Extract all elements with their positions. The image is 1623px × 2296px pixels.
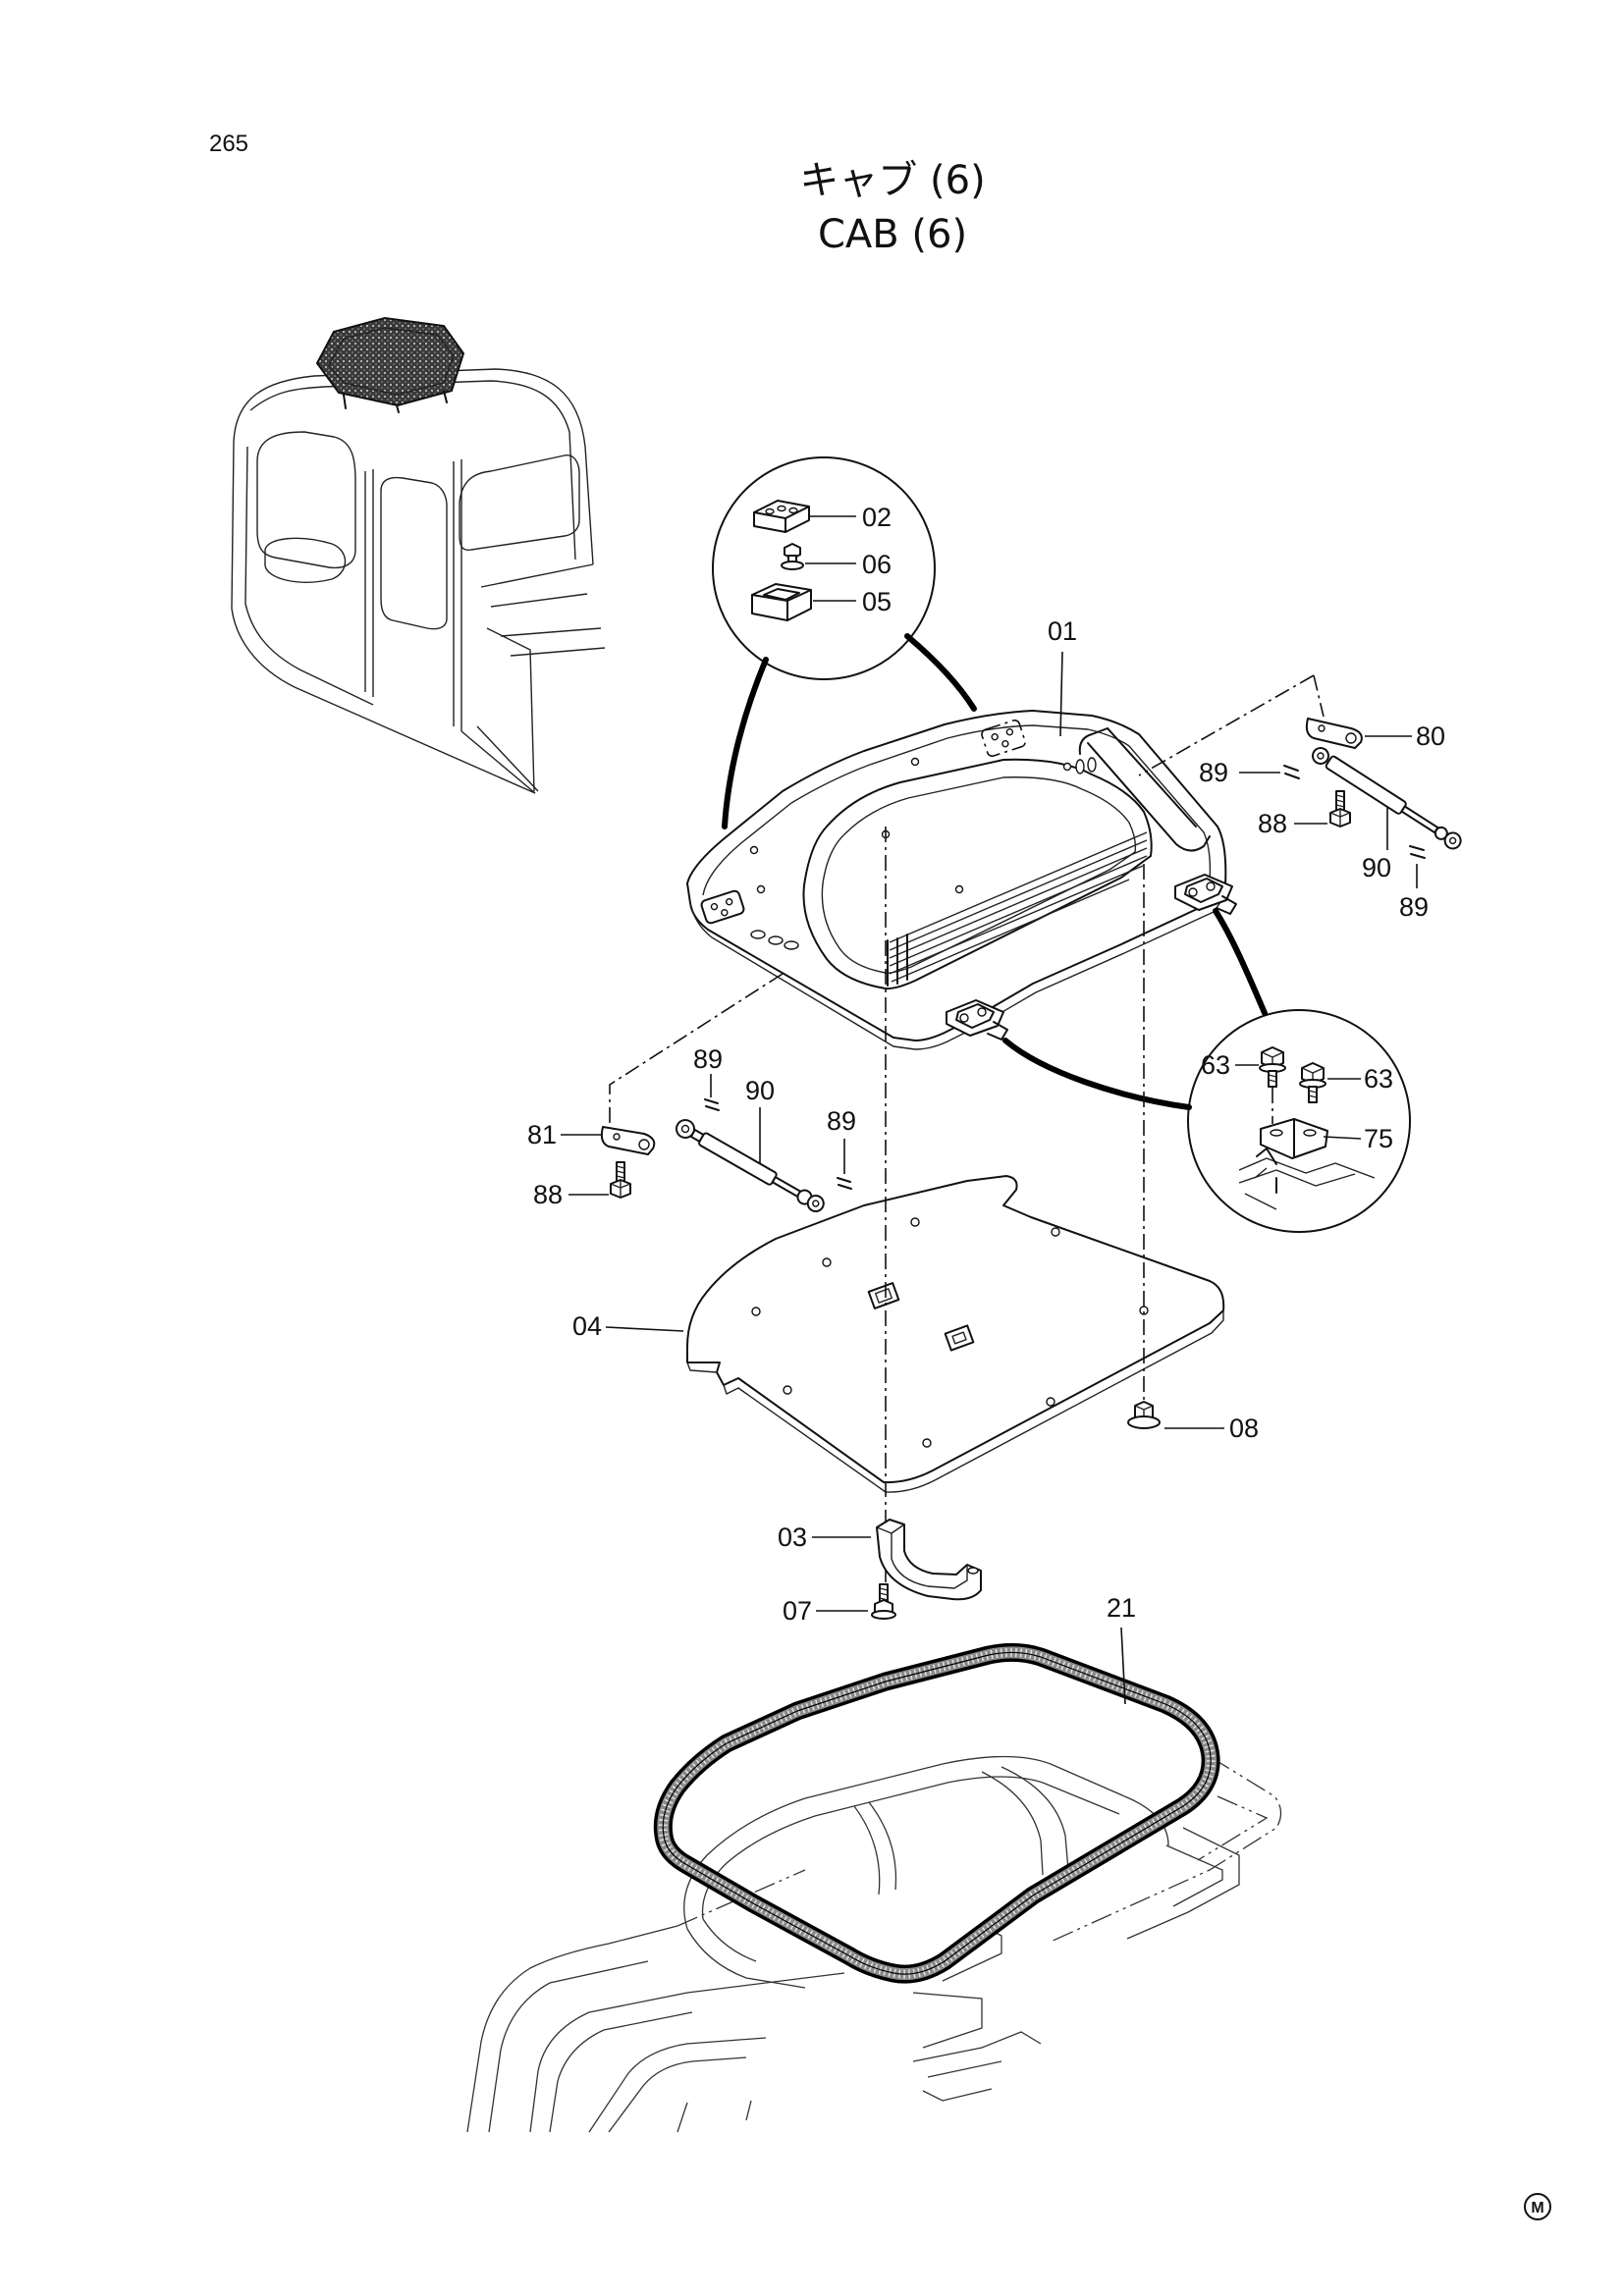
page-number: 265	[209, 131, 248, 157]
roof-hatch-highlight	[315, 316, 465, 407]
part-88-bolt-left	[610, 1161, 631, 1199]
left-strut-assembly	[561, 973, 852, 1213]
part-89-clip-left-upper	[704, 1098, 720, 1111]
svg-text:M: M	[1531, 2200, 1543, 2216]
label-02: 02	[862, 503, 892, 532]
part-89-clip-upper	[1283, 765, 1300, 779]
title-japanese: キャブ (6)	[799, 158, 985, 203]
part-88-bolt-right	[1329, 790, 1351, 828]
detail-circle-top	[712, 456, 936, 680]
part-21-weatherstrip-seal	[653, 1642, 1220, 1984]
detail-connector-hinge-front	[1002, 1038, 1192, 1110]
detail-connector-left	[722, 657, 769, 829]
part-07-bolt	[871, 1583, 896, 1620]
part-89-clip-lower	[1409, 845, 1426, 859]
label-81: 81	[527, 1120, 557, 1149]
detail-connector-right	[904, 633, 977, 712]
label-88-right: 88	[1258, 809, 1287, 838]
label-63-left: 63	[1201, 1050, 1230, 1080]
part-04-glass-panel	[686, 1175, 1225, 1493]
label-89-left-upper: 89	[693, 1044, 723, 1074]
cab-overview-illustration	[231, 316, 606, 794]
title-english: CAB (6)	[818, 212, 967, 257]
part-06-bolt	[781, 543, 804, 570]
part-63-bolt-left	[1259, 1046, 1286, 1088]
label-89-lower-right: 89	[1399, 892, 1429, 922]
part-02-cover	[753, 500, 810, 533]
detail-circle-right	[1187, 1009, 1411, 1233]
hinge-front	[946, 999, 1008, 1041]
label-75: 75	[1364, 1124, 1393, 1153]
label-88-left: 88	[533, 1180, 563, 1209]
label-80: 80	[1416, 721, 1445, 751]
part-89-clip-left-lower	[837, 1177, 852, 1190]
detail-connector-hinge-rear	[1213, 908, 1268, 1016]
label-06: 06	[862, 550, 892, 579]
label-90-right: 90	[1362, 853, 1391, 882]
part-81-bracket	[600, 1126, 656, 1155]
hinge-rear	[1174, 874, 1237, 915]
label-03: 03	[778, 1522, 807, 1552]
registered-mark: M	[1524, 2193, 1551, 2220]
label-07: 07	[783, 1596, 812, 1626]
label-89-upper-right: 89	[1199, 758, 1228, 787]
label-04: 04	[572, 1311, 602, 1341]
right-strut-assembly	[1138, 674, 1462, 888]
label-89-left-lower: 89	[827, 1106, 856, 1136]
part-05-cup	[751, 583, 812, 621]
label-08: 08	[1229, 1414, 1259, 1443]
label-21: 21	[1107, 1593, 1136, 1623]
part-75-plate	[1260, 1118, 1328, 1159]
label-90-left: 90	[745, 1076, 775, 1105]
part-01-hatch-frame	[686, 710, 1237, 1050]
part-03-grip-handle	[876, 1519, 982, 1601]
part-90-gas-strut-right	[1312, 747, 1462, 850]
part-08-bolt	[1127, 1401, 1161, 1429]
label-01: 01	[1048, 616, 1077, 646]
label-05: 05	[862, 587, 892, 616]
label-63-right: 63	[1364, 1064, 1393, 1094]
part-63-bolt-right	[1299, 1062, 1326, 1103]
part-90-gas-strut-left	[676, 1119, 825, 1213]
part-80-bracket	[1305, 718, 1363, 749]
